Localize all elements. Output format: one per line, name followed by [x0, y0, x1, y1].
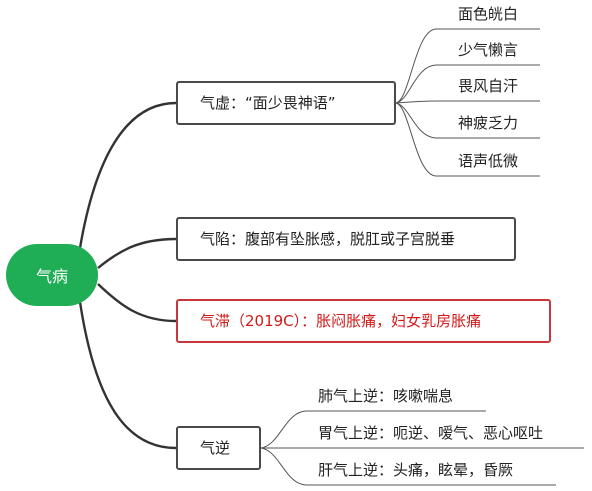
connector-qixu-leaf-3: [395, 100, 540, 104]
branch-label-qizhi: 气滞（2019C）：胀闷胀痛，妇女乳房胀痛: [200, 311, 482, 330]
leaf-qixu-5: 语声低微: [458, 152, 519, 170]
branch-label-qini: 气逆: [200, 438, 231, 457]
branch-node-qizhi: 气滞（2019C）：胀闷胀痛，妇女乳房胀痛: [176, 299, 551, 343]
leaf-qixu-4: 神疲乏力: [458, 114, 519, 132]
connector-qixu-leaf-5: [395, 102, 540, 177]
root-node-qibing: 气病: [6, 244, 98, 306]
branch-node-qixian: 气陷：腹部有坠胀感，脱肛或子宫脱垂: [176, 217, 516, 261]
connector-qini-leaf-1: [260, 410, 486, 449]
connector-qixu-leaf-2: [395, 64, 540, 104]
connector-qini-leaf-3: [260, 447, 556, 486]
branch-label-qixu: 气虚：“面少畏神语”: [200, 93, 336, 112]
leaf-qini-2: 胃气上逆：呃逆、嗳气、恶心呕吐: [318, 424, 544, 442]
leaf-qini-1: 肺气上逆：咳嗽喘息: [318, 387, 454, 405]
branch-node-qixu: 气虚：“面少畏神语”: [176, 81, 396, 125]
leaf-qini-3: 肝气上逆：头痛，眩晕，昏厥: [318, 461, 514, 479]
connector-root-to-qixu: [78, 101, 177, 249]
branch-node-qini: 气逆: [176, 426, 261, 470]
leaf-qixu-3: 畏风自汗: [458, 77, 519, 95]
connector-root-to-qizhi: [97, 283, 177, 323]
connector-qixu-leaf-1: [395, 28, 540, 104]
leaf-qixu-2: 少气懒言: [458, 41, 519, 59]
connector-root-to-qixian: [97, 237, 177, 269]
branch-label-qixian: 气陷：腹部有坠胀感，脱肛或子宫脱垂: [200, 229, 456, 248]
leaf-qixu-1: 面色㿠白: [458, 5, 519, 23]
connector-root-to-qini: [78, 301, 177, 450]
connector-qixu-leaf-4: [395, 102, 540, 139]
root-label: 气病: [35, 267, 68, 286]
